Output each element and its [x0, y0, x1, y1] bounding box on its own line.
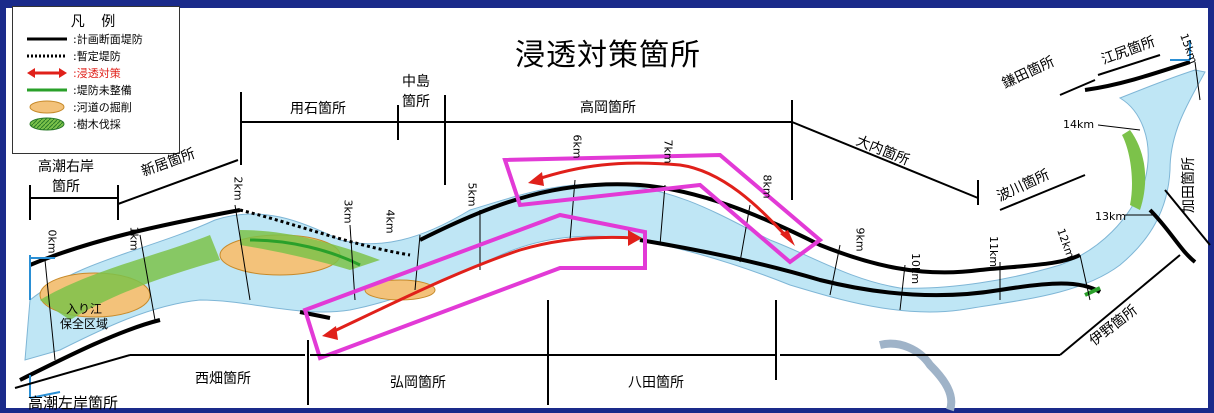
- boundary-markers: [29, 40, 1191, 399]
- dotted-black-line-icon: [27, 54, 67, 58]
- km-marker: 9km: [853, 227, 867, 252]
- undeveloped-embankment: [249, 238, 361, 267]
- embankment-left: [639, 238, 1102, 298]
- section-boundaries: [29, 92, 979, 405]
- km-marker: 8km: [760, 174, 774, 199]
- green-hatched-ellipse-icon: [29, 117, 65, 131]
- legend-item: :樹木伐採: [13, 116, 179, 133]
- orange-ellipse-icon: [29, 100, 65, 114]
- km-marker: 2km: [231, 176, 245, 201]
- label-conservation-area: 入り江 保全区域: [60, 302, 109, 331]
- embankment-right: [1084, 60, 1191, 92]
- legend-item: :河道の掘削: [13, 99, 179, 116]
- label-nishibata: 西畑箇所: [195, 371, 251, 387]
- legend: 凡 例 :計画断面堤防 :暫定堤防 :浸透対策 :堤防未整備 :河道の掘削: [12, 6, 180, 154]
- embankment-left: [1148, 208, 1197, 264]
- highlight-box-takaoka: [502, 152, 824, 265]
- km-marker: 11km: [987, 235, 1001, 268]
- legend-item: :浸透対策: [13, 65, 179, 82]
- section-arrows: [14, 54, 1211, 389]
- seepage-arrows: [329, 161, 792, 335]
- solid-black-line-icon: [27, 37, 67, 41]
- label-takashio-right: 高潮右岸 箇所: [38, 159, 94, 195]
- km-marker: 13km: [1095, 210, 1127, 223]
- legend-item: :計画断面堤防: [13, 31, 179, 48]
- label-nakajima: 中島 箇所: [402, 74, 430, 110]
- seepage-arrowheads: [322, 172, 795, 340]
- km-marker: 7km: [661, 139, 675, 164]
- label-takashio-left: 高潮左岸箇所: [28, 394, 119, 412]
- red-double-arrow-icon: [27, 68, 67, 78]
- km-marker: 0km: [45, 229, 59, 254]
- label-youseki: 用石箇所: [290, 101, 346, 117]
- km-marker: 14km: [1063, 118, 1095, 131]
- km-marker: 4km: [383, 209, 397, 234]
- legend-item: :暫定堤防: [13, 48, 179, 65]
- embankment-right: [29, 208, 241, 267]
- legend-heading: 凡 例: [70, 14, 122, 30]
- km-marker: 1km: [127, 226, 141, 251]
- legend-item: :堤防未整備: [13, 82, 179, 99]
- km-marker: 6km: [570, 134, 584, 159]
- km-crosssections: [44, 61, 1201, 361]
- label-takaoka: 高岡箇所: [580, 100, 636, 116]
- highlight-box-hirooka: [302, 212, 647, 361]
- label-hirooka: 弘岡箇所: [390, 375, 446, 391]
- label-yata: 八田箇所: [628, 375, 684, 391]
- embankment-left: [19, 318, 161, 382]
- green-line-icon: [27, 88, 67, 92]
- km-marker: 5km: [465, 182, 479, 207]
- embankment-right: [419, 182, 1081, 275]
- tree-felling-area: [40, 235, 220, 320]
- km-marker: 3km: [341, 199, 355, 224]
- undeveloped-embankment: [1084, 286, 1101, 297]
- tree-felling-area: [1122, 130, 1146, 210]
- tributary: [879, 339, 956, 412]
- km-marker: 10km: [909, 252, 923, 285]
- label-kada: 加田箇所: [1181, 157, 1197, 213]
- map-title: 浸透対策箇所: [515, 38, 701, 73]
